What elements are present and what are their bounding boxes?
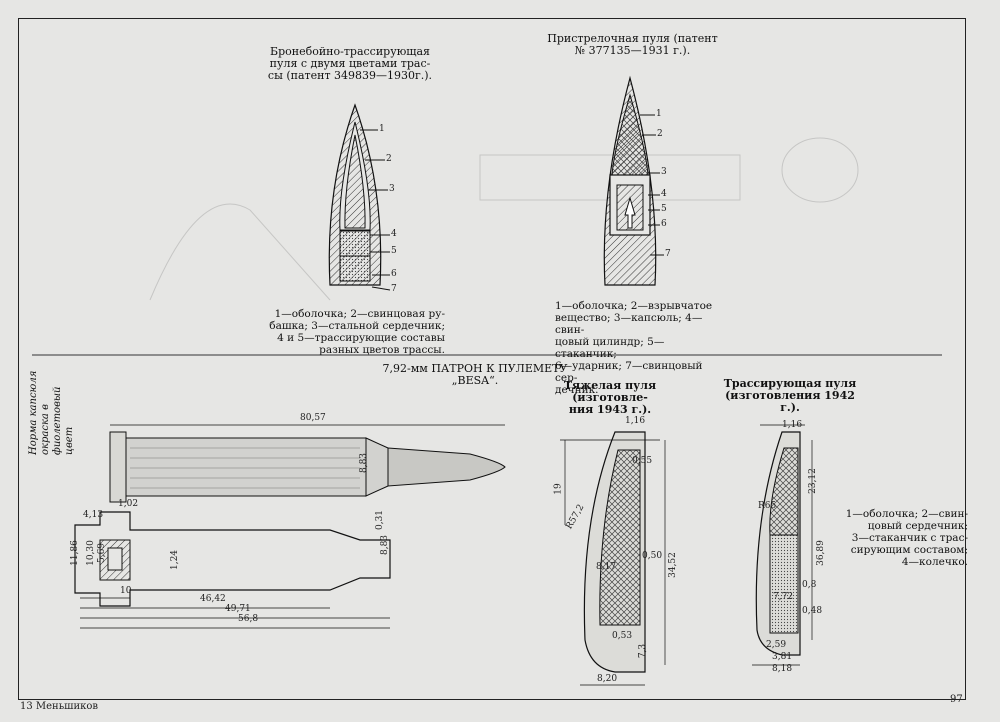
dimension-label: 3,81 bbox=[772, 652, 793, 662]
heavy-bullet-title: Тяжелая пуля (изготовле- ния 1943 г.). bbox=[563, 379, 657, 416]
footer-author: 13 Меньшиков bbox=[20, 701, 99, 712]
dimension-label: R65 bbox=[758, 501, 777, 511]
dimension-label: 0,31 bbox=[375, 509, 386, 531]
dimension-label: 4,13 bbox=[83, 510, 104, 520]
callout-label: 1 bbox=[379, 124, 385, 134]
tracer-bullet-legend: 1—оболочка; 2—свин- цовый сердечник; 3—с… bbox=[845, 508, 968, 568]
dimension-label: 7,3 bbox=[638, 643, 649, 659]
dimension-label: 8,18 bbox=[772, 664, 793, 674]
dimension-label: 80,57 bbox=[300, 413, 326, 423]
ghost-bleedthrough bbox=[149, 137, 859, 301]
callout-label: 7 bbox=[391, 284, 397, 294]
dimension-label: 1,02 bbox=[118, 499, 139, 509]
drawing-frame bbox=[18, 18, 966, 700]
dimension-label: 19 bbox=[553, 483, 564, 495]
dimension-label: 8,83 bbox=[380, 534, 391, 556]
dimension-label: 46,42 bbox=[200, 594, 226, 604]
armor-piercing-tracer-title: Бронебойно-трассирующая пуля с двумя цве… bbox=[267, 45, 433, 82]
dimension-label: 0,50 bbox=[642, 551, 663, 561]
dimension-label: 49,71 bbox=[225, 604, 251, 614]
dimension-label: 5,69 bbox=[97, 542, 108, 564]
armor-piercing-tracer-bullet-drawing bbox=[328, 103, 391, 291]
dimension-label: 1,16 bbox=[782, 420, 803, 430]
dimension-label: 36,89 bbox=[815, 540, 826, 566]
dimension-label: 1,24 bbox=[170, 549, 181, 571]
dimension-label: 11,86 bbox=[69, 540, 80, 566]
tracer-bullet-title: Трассирующая пуля (изготовления 1942 г.)… bbox=[723, 377, 857, 414]
dimension-label: 8,20 bbox=[597, 674, 618, 684]
spotting-bullet-title: Пристрелочная пуля (патент № 377135—1931… bbox=[547, 32, 718, 57]
callout-label: 1 bbox=[656, 109, 662, 119]
callout-label: 3 bbox=[389, 184, 395, 194]
dimension-label: 1,16 bbox=[625, 416, 646, 426]
spotting-bullet-legend: 1—оболочка; 2—взрывчатое вещество; 3—кап… bbox=[555, 300, 713, 396]
primer-note: Норма капсюля окраска в фиолетовый цвет bbox=[28, 370, 75, 455]
dimension-label: 0,55 bbox=[632, 456, 653, 466]
dimension-label: 2,59 bbox=[766, 640, 787, 650]
dimension-label: 34,52 bbox=[667, 552, 678, 578]
spotting-bullet-drawing bbox=[603, 75, 664, 286]
dimension-label: 10,30 bbox=[85, 540, 96, 566]
page-number: 97 bbox=[950, 694, 963, 705]
dimension-label: 8,83 bbox=[359, 452, 370, 474]
heavy-bullet-drawing bbox=[560, 431, 666, 686]
callout-label: 2 bbox=[386, 154, 392, 164]
callout-label: 6 bbox=[661, 219, 667, 229]
dimension-label: 7,72 bbox=[773, 592, 794, 602]
dimension-label: 56,8 bbox=[238, 614, 259, 624]
callout-label: 4 bbox=[391, 229, 397, 239]
dimension-label: 0,8 bbox=[802, 580, 817, 590]
armor-piercing-tracer-legend: 1—оболочка; 2—свинцовая ру- башка; 3—ста… bbox=[269, 308, 445, 356]
callout-label: 5 bbox=[391, 246, 397, 256]
callout-label: 6 bbox=[391, 269, 397, 279]
section-title: 7,92-мм ПАТРОН К ПУЛЕМЕТУ „BESA“. bbox=[382, 362, 568, 387]
tracer-bullet-drawing bbox=[752, 424, 813, 666]
callout-label: 3 bbox=[661, 167, 667, 177]
dimension-label: 0,48 bbox=[802, 606, 823, 616]
callout-label: 5 bbox=[661, 204, 667, 214]
dimension-label: 8,17 bbox=[596, 562, 617, 572]
callout-label: 7 bbox=[665, 249, 671, 259]
dimension-label: 0,53 bbox=[612, 631, 633, 641]
callout-label: 2 bbox=[657, 129, 663, 139]
cartridge-side-view bbox=[109, 424, 506, 503]
dimension-label: 10 bbox=[120, 586, 132, 596]
callout-label: 4 bbox=[661, 189, 667, 199]
cartridge-section-view bbox=[74, 511, 391, 629]
dimension-label: 23,12 bbox=[807, 468, 818, 494]
